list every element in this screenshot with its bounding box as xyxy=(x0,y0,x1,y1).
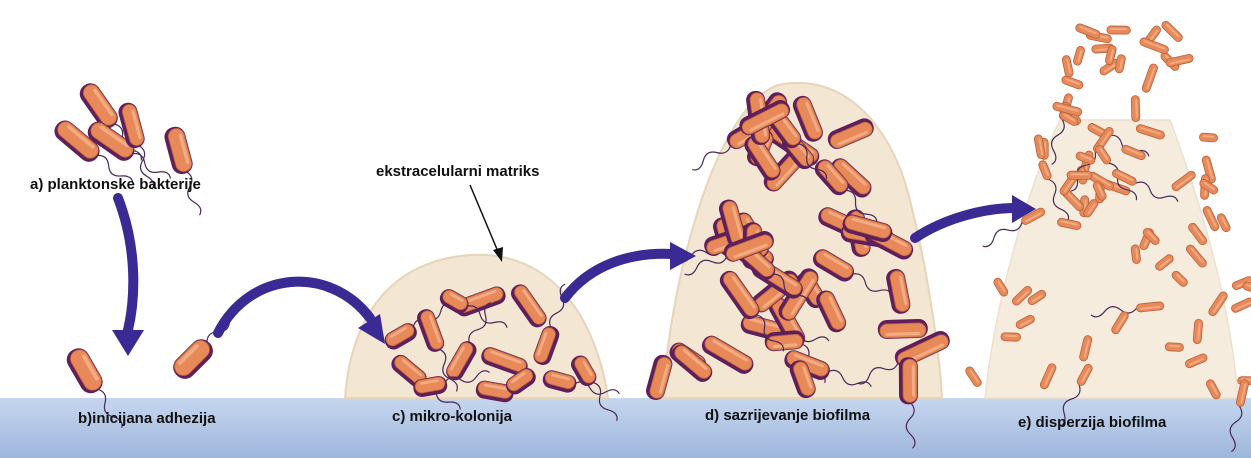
label-microcolony: c) mikro-kolonija xyxy=(392,408,512,425)
bacterium xyxy=(1107,26,1131,34)
bacterium xyxy=(1230,297,1251,314)
matrix-pointer-arrow xyxy=(470,185,503,262)
bacterium xyxy=(1193,319,1203,344)
bacterium xyxy=(1165,343,1184,352)
label-adhesion: b)inicijana adhezija xyxy=(78,410,216,427)
arrow-maturation-to-dispersion xyxy=(915,195,1036,238)
label-matrix: ekstracelularni matriks xyxy=(376,163,539,180)
label-planktonic: a) planktonske bakterije xyxy=(30,176,201,193)
bacterium xyxy=(1001,333,1021,342)
label-maturation: d) sazrijevanje biofilma xyxy=(705,407,870,424)
bacterium xyxy=(1061,55,1073,78)
bacterium xyxy=(169,304,249,384)
bacterium xyxy=(1141,63,1158,94)
bacterium xyxy=(1216,212,1232,233)
arrow-microcolony-to-maturation xyxy=(565,242,696,298)
bacterium xyxy=(964,365,983,388)
bacterium xyxy=(1160,20,1184,44)
bacterium xyxy=(162,124,206,218)
bacterium xyxy=(764,330,805,352)
bacterium xyxy=(1072,45,1085,66)
bacterium xyxy=(1199,133,1218,142)
bacterium xyxy=(1061,75,1084,90)
bacterium xyxy=(1067,171,1092,179)
bacterium xyxy=(1115,54,1126,74)
arrow-planktonic-to-adhesion xyxy=(112,198,144,356)
bacterium xyxy=(878,319,929,340)
bacterium xyxy=(1131,96,1140,122)
label-dispersion: e) disperzija biofilma xyxy=(1018,414,1166,431)
